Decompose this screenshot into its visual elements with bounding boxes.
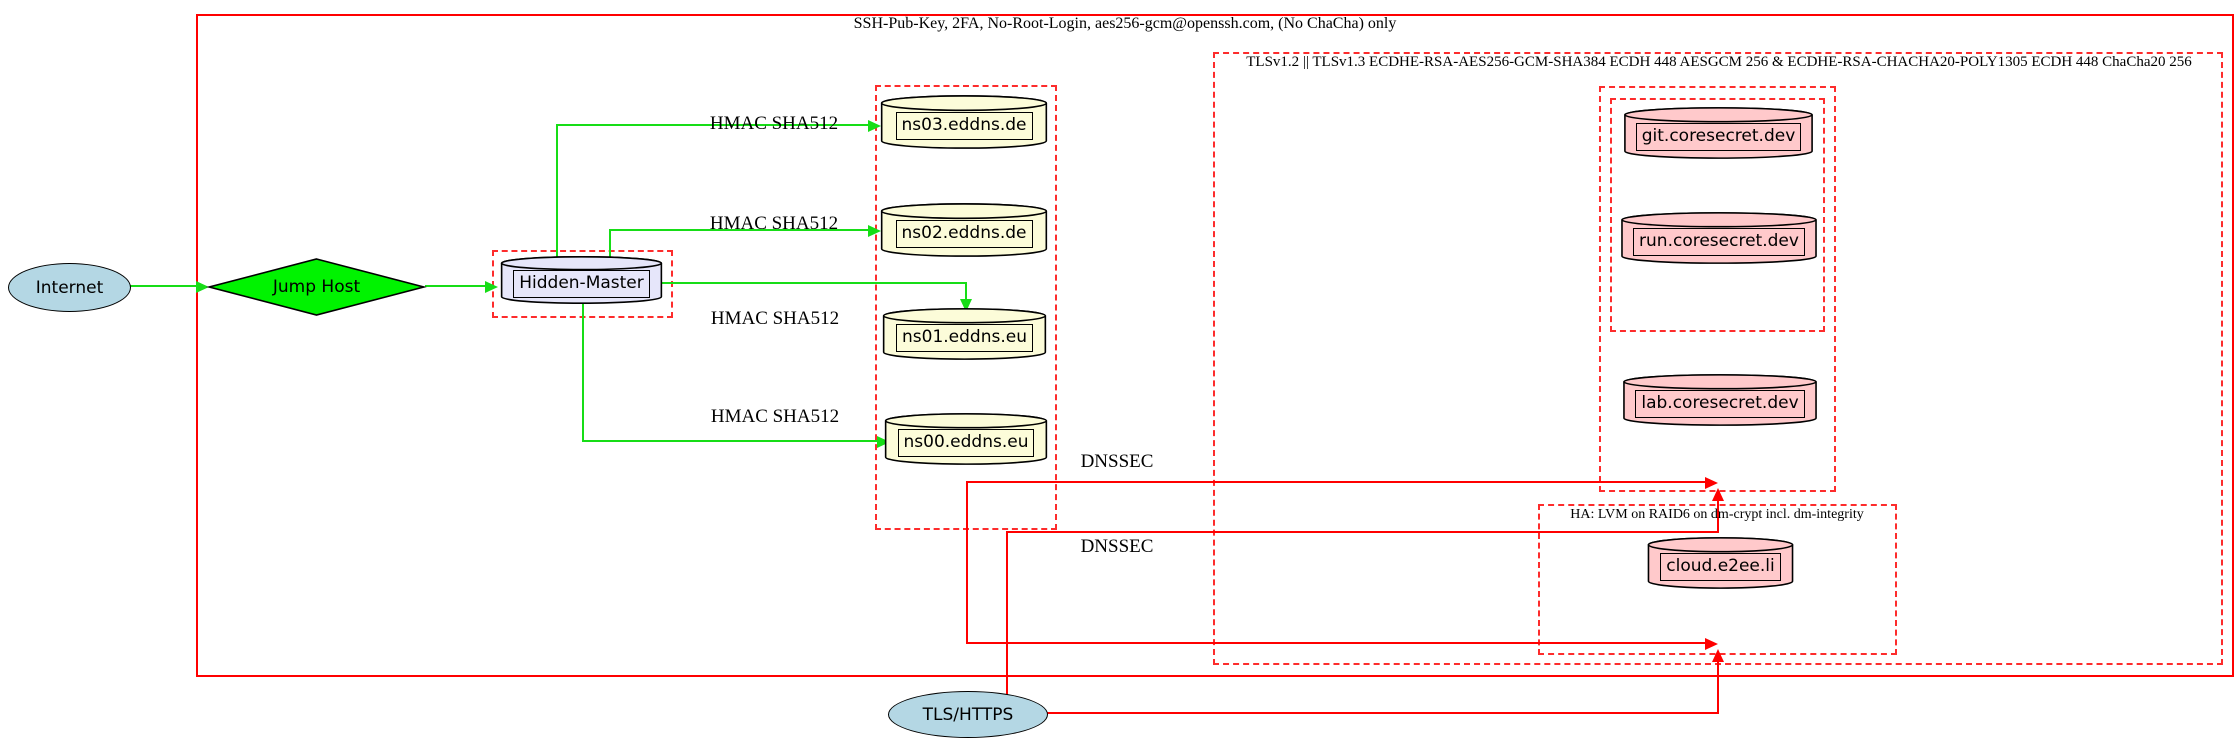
cylinder-shape (1647, 537, 1794, 589)
diamond-shape (207, 258, 426, 316)
arrowhead (1705, 638, 1718, 650)
node-ns01: ns01.eddns.eu (882, 308, 1047, 360)
node-ns03: ns03.eddns.de (880, 95, 1048, 149)
cylinder-shape (1622, 374, 1818, 426)
node-run-coresecret: run.coresecret.dev (1620, 212, 1818, 264)
edge-segment (966, 642, 1706, 644)
cylinder-shape (500, 256, 663, 304)
edge-label-hmac-2: HMAC SHA512 (709, 213, 839, 234)
node-label: ns02.eddns.de (895, 219, 1033, 248)
cylinder-shape (884, 413, 1048, 465)
cluster-ssh-boundary (196, 14, 2234, 677)
edge-label-hmac-3: HMAC SHA512 (710, 308, 840, 329)
edge-label-hmac-4: HMAC SHA512 (710, 406, 840, 427)
cylinder-shape (880, 95, 1048, 149)
node-tls-https: TLS/HTTPS (888, 691, 1048, 738)
node-label: ns01.eddns.eu (896, 323, 1033, 352)
edge-segment (1717, 661, 1719, 714)
node-label: TLS/HTTPS (922, 704, 1014, 725)
edge-segment (1006, 532, 1008, 695)
node-internet: Internet (8, 263, 131, 312)
node-label: git.coresecret.dev (1635, 122, 1802, 151)
node-label: lab.coresecret.dev (1635, 389, 1805, 418)
edge-segment (1047, 712, 1719, 714)
node-jump-host: Jump Host (207, 258, 426, 316)
node-hidden-master: Hidden-Master (500, 256, 663, 304)
node-label: ns00.eddns.eu (897, 428, 1035, 457)
node-label: Jump Host (272, 277, 361, 297)
node-label: cloud.e2ee.li (1660, 552, 1781, 581)
arrowhead (1712, 649, 1724, 662)
cluster-ssh-label: SSH-Pub-Key, 2FA, No-Root-Login, aes256-… (853, 15, 1397, 32)
arrowhead (1705, 477, 1718, 489)
node-label: Internet (35, 277, 104, 298)
node-label: run.coresecret.dev (1633, 227, 1805, 256)
cylinder-shape (880, 203, 1048, 257)
edge-label-dnssec-1: DNSSEC (1080, 451, 1154, 472)
edge-segment (1717, 500, 1719, 533)
edge-segment (609, 230, 611, 262)
edge-segment (965, 282, 967, 300)
edge-segment (556, 125, 558, 262)
cluster-tls-label: TLSv1.2 || TLSv1.3 ECDHE-RSA-AES256-GCM-… (1246, 54, 2192, 70)
cylinder-shape (1623, 107, 1814, 159)
arrowhead (485, 281, 498, 293)
node-ns00: ns00.eddns.eu (884, 413, 1048, 465)
edge-segment (660, 282, 967, 284)
edge-segment (966, 481, 1706, 483)
edge-label-dnssec-2: DNSSEC (1080, 536, 1154, 557)
cylinder-shape (882, 308, 1047, 360)
edge-segment (582, 440, 879, 442)
node-label: Hidden-Master (513, 269, 650, 298)
node-git-coresecret: git.coresecret.dev (1623, 107, 1814, 159)
arrowhead (196, 281, 209, 293)
arrowhead (868, 225, 881, 237)
cylinder-shape (1620, 212, 1818, 264)
edge-segment (582, 300, 584, 442)
node-cloud-e2ee: cloud.e2ee.li (1647, 537, 1794, 589)
edge-segment (966, 481, 968, 644)
edge-segment (425, 285, 486, 287)
node-label: ns03.eddns.de (895, 111, 1033, 140)
arrowhead (868, 120, 881, 132)
cluster-ha-label: HA: LVM on RAID6 on dm-crypt incl. dm-in… (1570, 507, 1864, 522)
edge-label-hmac-1: HMAC SHA512 (709, 113, 839, 134)
node-lab-coresecret: lab.coresecret.dev (1622, 374, 1818, 426)
node-ns02: ns02.eddns.de (880, 203, 1048, 257)
edge-segment (1006, 531, 1719, 533)
arrowhead (1712, 488, 1724, 501)
edge-segment (556, 124, 869, 126)
edge-segment (609, 229, 869, 231)
edge-segment (130, 285, 197, 287)
cluster-coresecret-inner-boundary (1610, 98, 1825, 332)
